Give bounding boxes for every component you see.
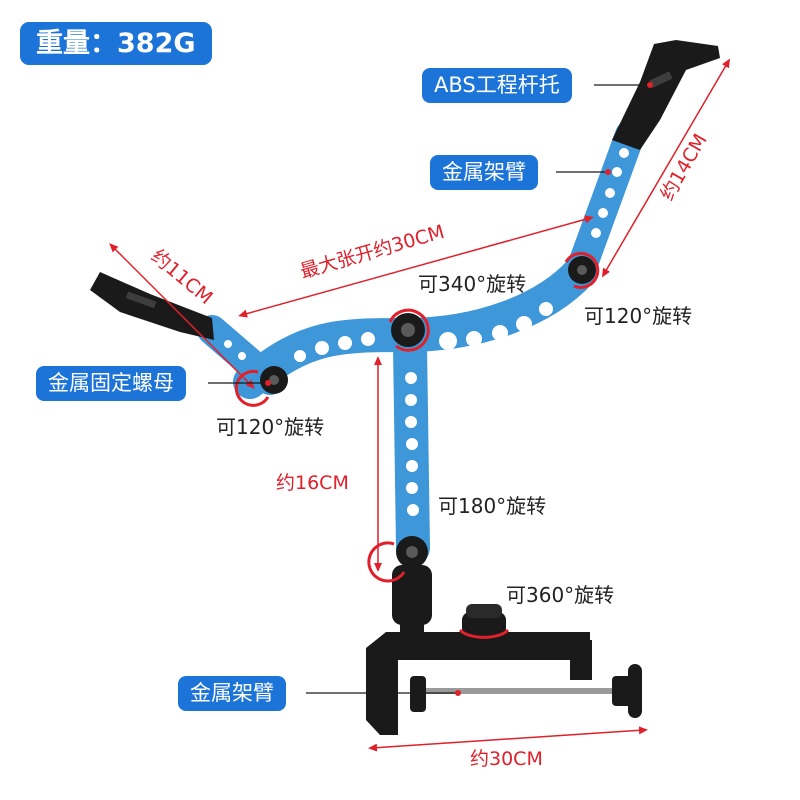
rotation-note-left: 可120°旋转 (216, 415, 325, 439)
callout-arm-bottom: 金属架臂 (178, 676, 286, 711)
clamp-width-line (368, 726, 648, 752)
weight-badge: 重量：382G (20, 22, 212, 65)
callout-rod-holder: ABS工程杆托 (422, 68, 572, 103)
callout-arm-top: 金属架臂 (430, 155, 538, 190)
dimension-vertical-arm: 约16CM (276, 472, 349, 494)
callout-leaders (208, 82, 653, 696)
clamp-assembly (366, 565, 642, 735)
dimension-lines (109, 58, 731, 752)
rotation-note-right: 可120°旋转 (584, 304, 693, 328)
right-arm-line (601, 58, 731, 278)
rotation-note-lower: 可180°旋转 (438, 494, 547, 518)
callout-fixing-nut: 金属固定螺母 (36, 366, 186, 401)
rotation-note-clamp: 可360°旋转 (506, 583, 615, 607)
rotation-note-center: 可340°旋转 (418, 272, 527, 296)
max-span-line (238, 215, 594, 318)
dimension-clamp-width: 约30CM (470, 748, 543, 770)
left-arm-line (109, 243, 255, 389)
metal-arm-assembly (197, 120, 645, 565)
